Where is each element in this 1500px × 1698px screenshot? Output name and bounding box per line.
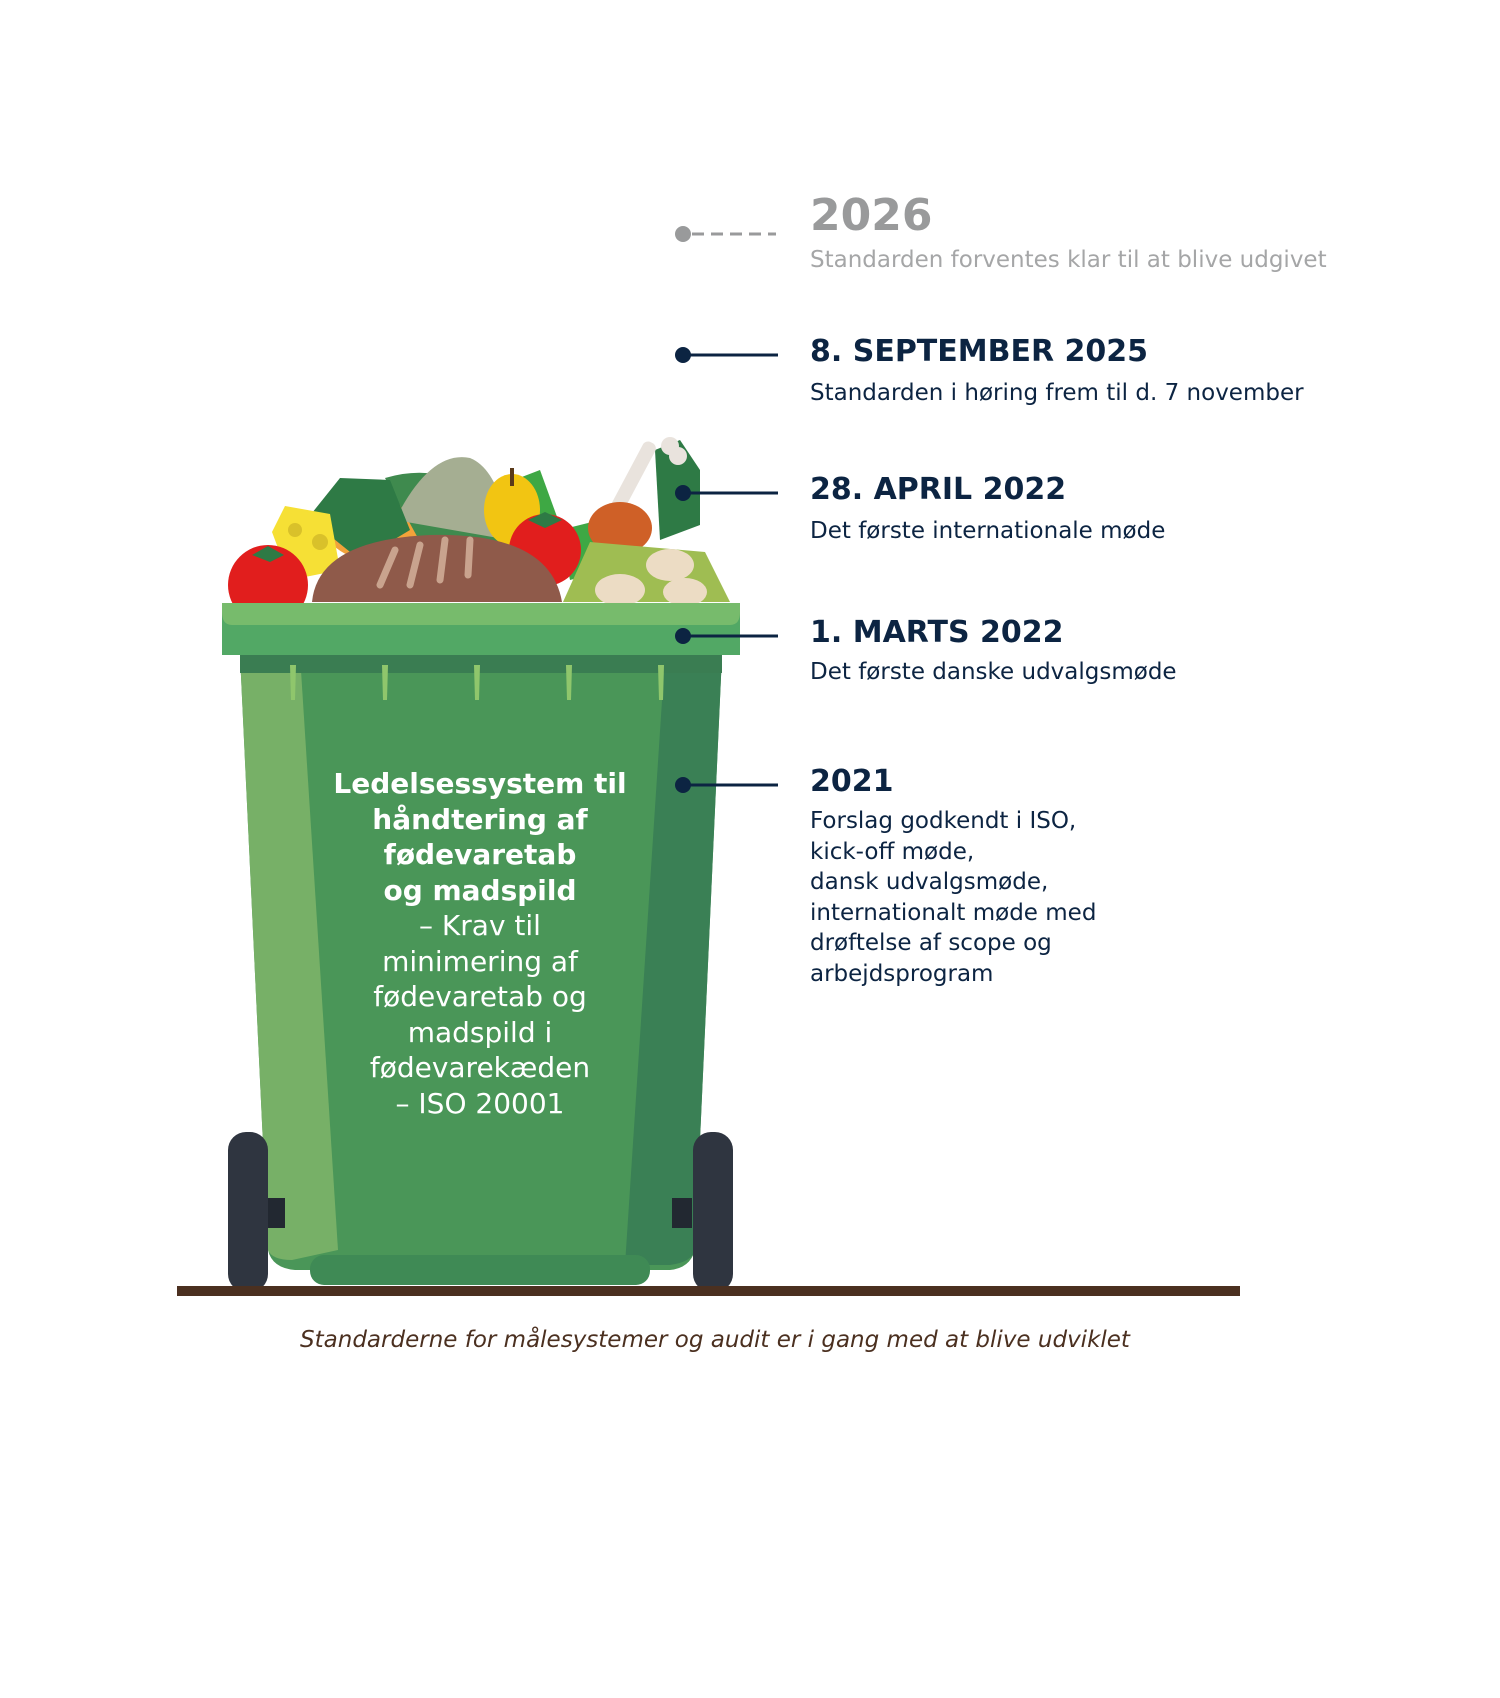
bin-label: Ledelsessystem til håndtering af fødevar…	[308, 766, 652, 1121]
waste-bin	[222, 603, 740, 1292]
timeline-marker-2025	[675, 347, 778, 363]
timeline-title-marts-2022: 1. MARTS 2022	[810, 615, 1064, 650]
timeline-title-april-2022: 28. APRIL 2022	[810, 472, 1067, 507]
mushroom-icon	[595, 549, 707, 606]
wheel-icon	[693, 1132, 733, 1292]
timeline-marker-marts-2022	[675, 628, 778, 644]
bin-label-line: og madspild	[383, 873, 577, 907]
bin-label-line: håndtering af	[372, 802, 588, 836]
bin-label-line: fødevaretab	[383, 838, 577, 871]
leaf-icon	[395, 457, 510, 540]
timeline-desc-april-2022: Det første internationale møde	[810, 518, 1166, 544]
bin-label-line: fødevarekæden	[369, 1051, 591, 1084]
bin-label-line: – Krav til	[419, 909, 541, 942]
bin-label-line: Ledelsessystem til	[333, 767, 627, 800]
timeline-title-2026: 2026	[810, 190, 933, 241]
bin-label-line: minimering af	[382, 944, 578, 978]
bread-icon	[312, 534, 562, 602]
timeline-desc-2026: Standarden forventes klar til at blive u…	[810, 247, 1327, 273]
timeline-marker-april-2022	[675, 485, 778, 501]
bone-icon	[610, 441, 656, 515]
bin-label-line: fødevaretab og	[373, 980, 587, 1013]
timeline-desc-2025: Standarden i høring frem til d. 7 novemb…	[810, 380, 1304, 406]
timeline-desc-marts-2022: Det første danske udvalgsmøde	[810, 659, 1177, 685]
wheel-icon	[228, 1132, 268, 1292]
ground-line	[177, 1286, 1240, 1296]
chicken-leg-icon	[588, 502, 652, 554]
food-pile	[228, 437, 730, 625]
timeline-desc-2021: Forslag godkendt i ISO, kick-off møde, d…	[810, 808, 1097, 987]
broccoli-icon	[308, 478, 410, 560]
bin-label-line: madspild i	[407, 1015, 553, 1049]
timeline-marker-2021	[675, 777, 778, 793]
caption: Standarderne for målesystemer og audit e…	[300, 1327, 1130, 1353]
timeline-title-2021: 2021	[810, 764, 894, 799]
timeline-marker-2026	[675, 226, 776, 242]
bin-label-line: – ISO 20001	[395, 1086, 565, 1120]
timeline-title-2025: 8. SEPTEMBER 2025	[810, 334, 1149, 369]
